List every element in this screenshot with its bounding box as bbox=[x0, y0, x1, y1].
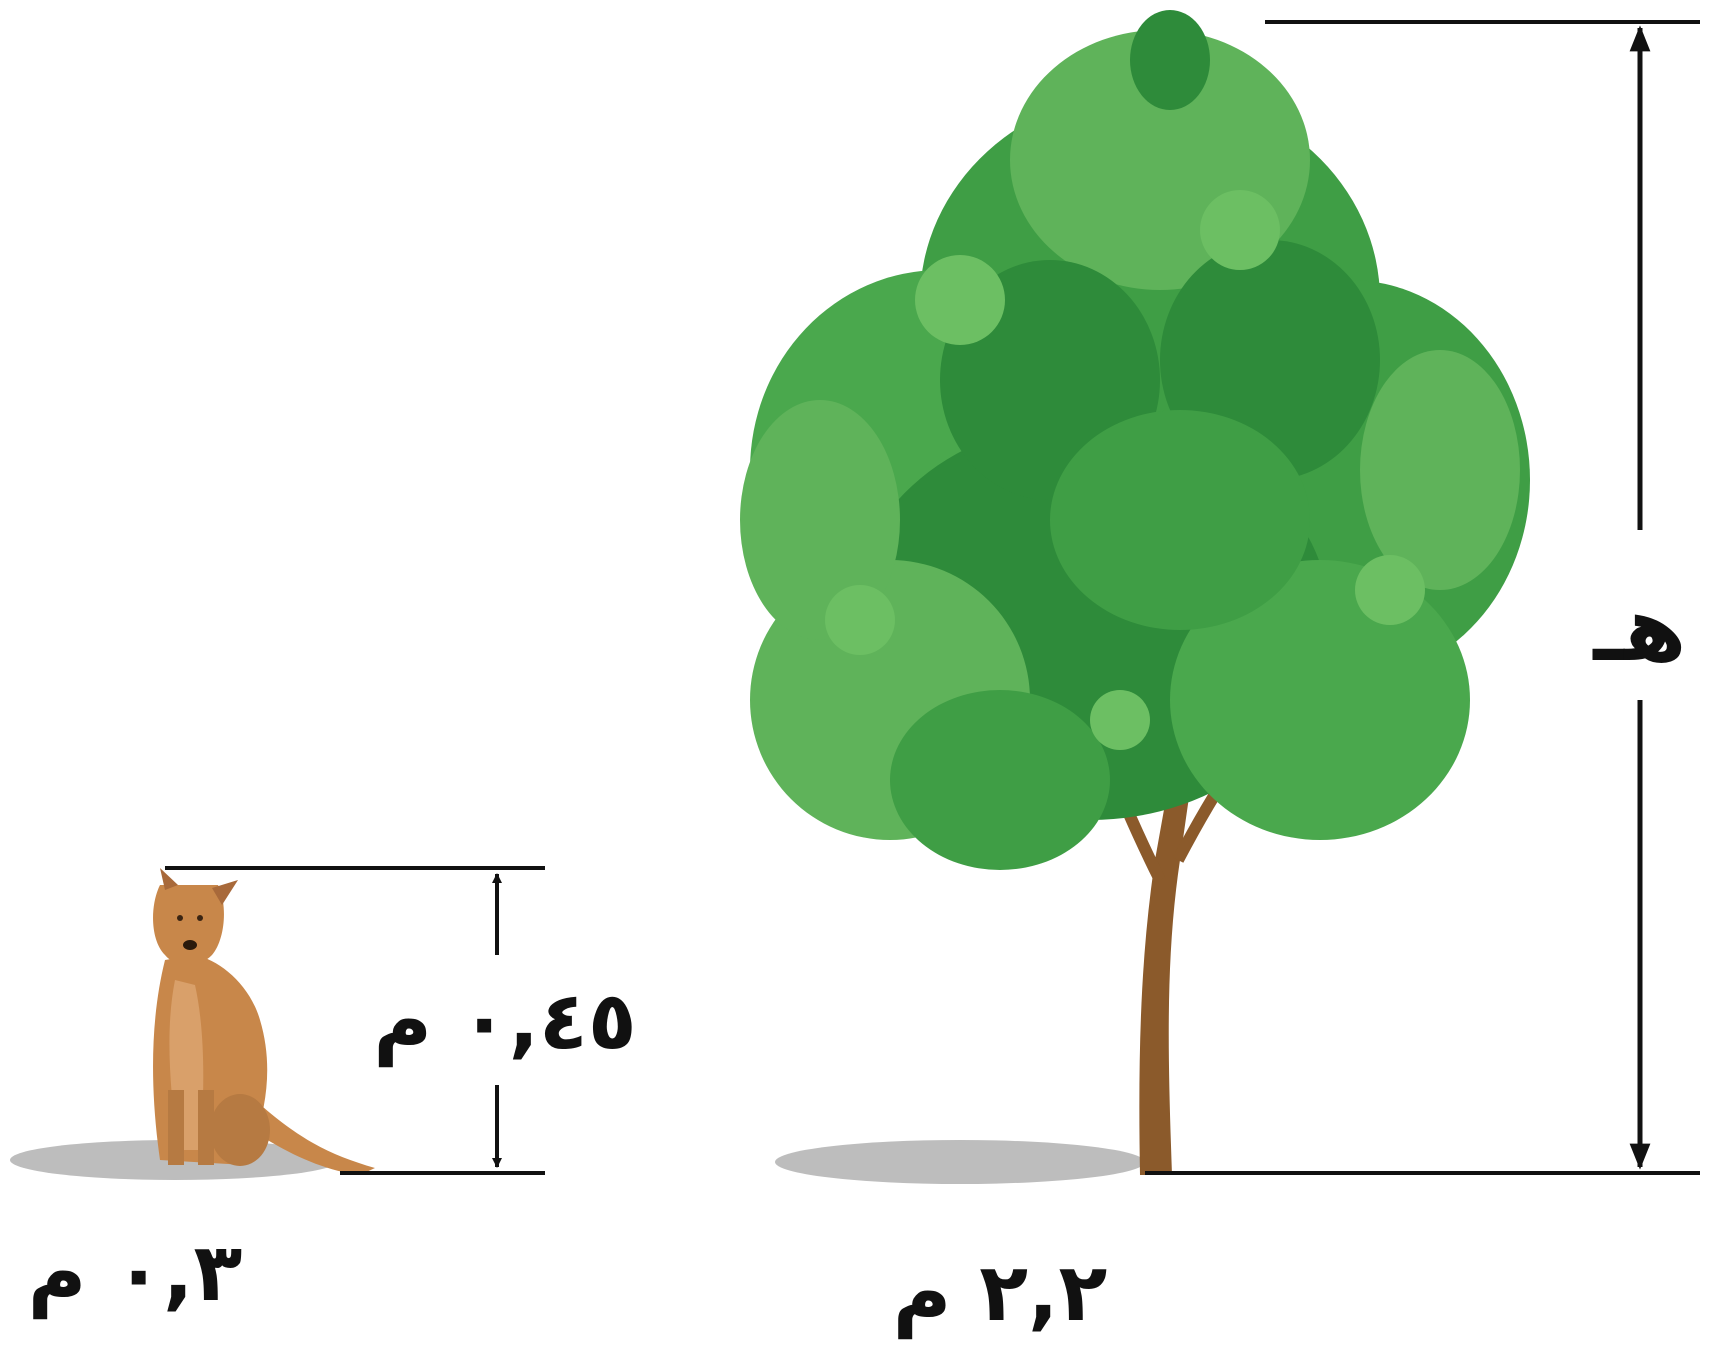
tree-shadow-label: ٢,٢ م bbox=[893, 1246, 1108, 1340]
dog-icon bbox=[153, 868, 375, 1175]
tree-height-label: هـ bbox=[1592, 577, 1686, 682]
tree-foliage bbox=[740, 10, 1530, 870]
tree-group: هـ ٢,٢ م bbox=[740, 10, 1700, 1340]
tree-shadow bbox=[775, 1140, 1145, 1184]
dog-group: ٠,٤٥ م ٠,٣ م bbox=[10, 866, 637, 1320]
dog-shadow-label: ٠,٣ م bbox=[28, 1226, 243, 1320]
dog-height-label: ٠,٤٥ م bbox=[373, 974, 636, 1068]
